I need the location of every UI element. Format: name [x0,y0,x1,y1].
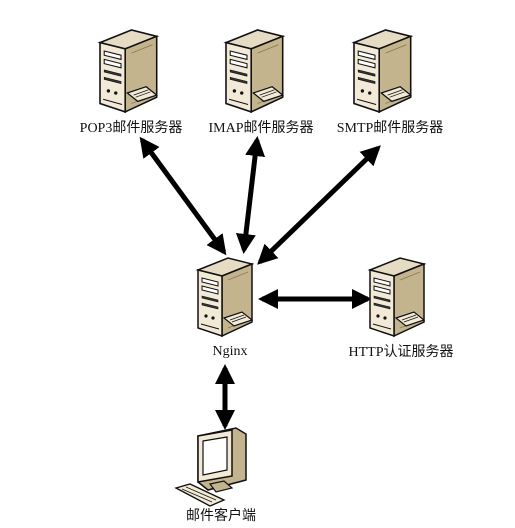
nginx-server-icon [197,257,253,337]
edge-nginx-imap [235,136,266,254]
http-auth-server-label: HTTP认证服务器 [348,345,454,360]
client-label: 邮件客户端 [186,509,256,524]
pop3-server-icon [99,29,158,113]
imap-server-icon [225,29,284,113]
desktop-computer-icon [174,427,247,507]
smtp-server-label: SMTP邮件服务器 [336,121,444,136]
smtp-server-icon [353,29,412,113]
pop3-server-label: POP3邮件服务器 [79,121,183,136]
edge-nginx-smtp [257,145,381,265]
nginx-label: Nginx [212,344,248,359]
edge-nginx-pop3 [139,136,227,256]
imap-server-label: IMAP邮件服务器 [208,121,314,136]
http-auth-server-icon [369,257,425,337]
